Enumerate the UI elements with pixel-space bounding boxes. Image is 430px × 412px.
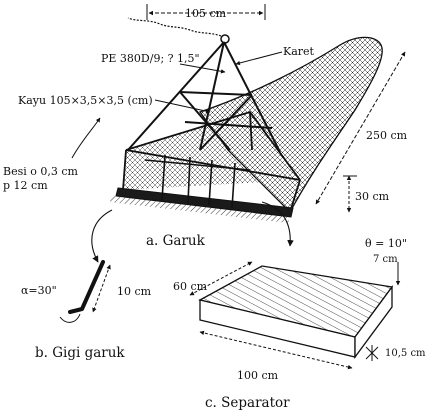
front-grid	[144, 154, 251, 209]
separator-100cm-label: 100 cm	[237, 369, 279, 382]
frame-mesh	[123, 112, 300, 190]
gigi-angle-label: α=30"	[21, 284, 57, 297]
tow-ring	[220, 34, 230, 44]
arrow-to-separator	[261, 201, 294, 247]
garuk-drawing: 105 cm PE 380D/9; ? 1,5" Karet Kayu 105×…	[3, 4, 408, 263]
tow-bridle	[127, 41, 281, 153]
thickness-marker	[365, 345, 379, 361]
dim-105-label: 105 cm	[185, 7, 227, 20]
mesh-pointer	[179, 63, 226, 74]
separator-drawing	[189, 261, 401, 370]
separator-60cm-label: 60 cm	[173, 280, 208, 293]
separator-thickness-label: 10,5 cm	[385, 348, 426, 359]
rubber-pointer	[235, 51, 283, 66]
separator-angle-label: θ = 10"	[365, 237, 407, 250]
dim-105	[146, 4, 266, 20]
caption-separator: c. Separator	[205, 395, 290, 411]
dim-30-label: 30 cm	[355, 190, 390, 203]
dim-10	[92, 264, 111, 313]
arrow-to-gigi	[91, 209, 113, 263]
dim-250-label: 250 cm	[366, 129, 408, 142]
ground-hatch	[110, 196, 290, 223]
dim-30	[343, 175, 357, 213]
tooth	[68, 260, 105, 314]
iron-bar	[115, 187, 294, 218]
rubber-label: Karet	[283, 45, 315, 58]
frame-label: Kayu 105×3,5×3,5 (cm)	[18, 94, 153, 107]
iron-pointer	[71, 117, 101, 159]
caption-garuk: a. Garuk	[146, 233, 206, 249]
separator-side	[354, 285, 393, 359]
tow-rope	[127, 17, 222, 37]
caption-gigi: b. Gigi garuk	[35, 345, 125, 361]
separator-7cm-label: 7 cm	[373, 254, 398, 265]
angle-arc	[59, 313, 81, 323]
dim-250	[315, 51, 406, 205]
mesh-label: PE 380D/9; ? 1,5"	[101, 52, 200, 65]
gigi-garuk-drawing	[59, 260, 111, 323]
frame-pointer	[154, 99, 211, 114]
dim-100	[199, 330, 353, 370]
gigi-length-label: 10 cm	[117, 285, 152, 298]
iron-label-1: Besi o 0,3 cm	[3, 165, 79, 178]
dim-60	[189, 261, 253, 296]
iron-label-2: p 12 cm	[3, 179, 48, 192]
